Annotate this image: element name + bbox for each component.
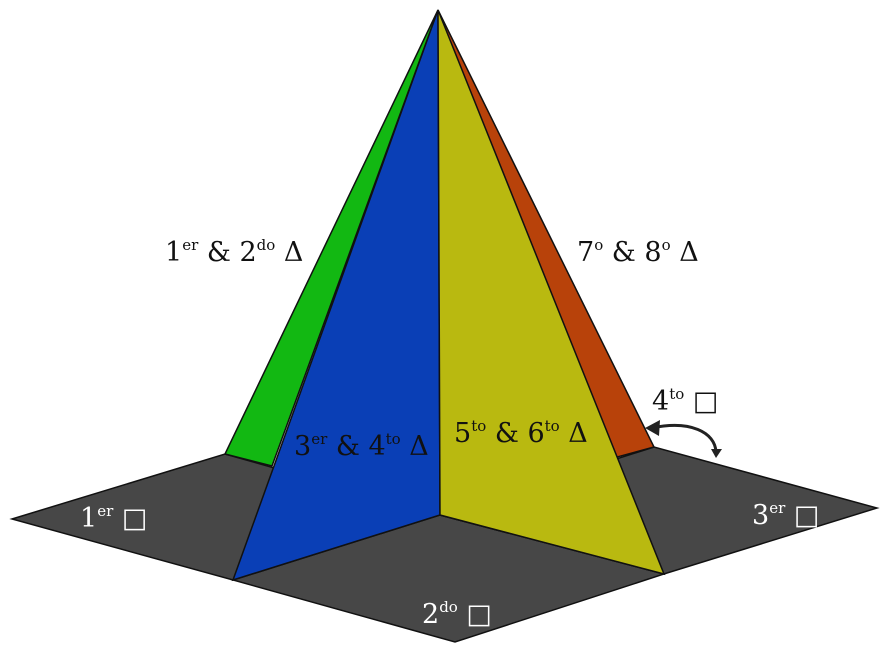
face-yellow [437, 9, 666, 576]
face-green [223, 9, 439, 467]
label-square-4: 4to □ [652, 385, 718, 417]
label-square-2: 2do □ [422, 598, 492, 630]
label-yellow-face: 5to & 6to Δ [454, 417, 588, 449]
label-square-1: 1er □ [80, 502, 147, 534]
label-green-face: 1er & 2do Δ [165, 236, 303, 268]
face-blue [231, 9, 441, 582]
curved-arrow-icon [645, 420, 722, 458]
label-orange-face: 7o & 8o Δ [577, 236, 699, 268]
label-square-3: 3er □ [752, 499, 819, 531]
label-blue-face: 3er & 4to Δ [294, 430, 429, 462]
